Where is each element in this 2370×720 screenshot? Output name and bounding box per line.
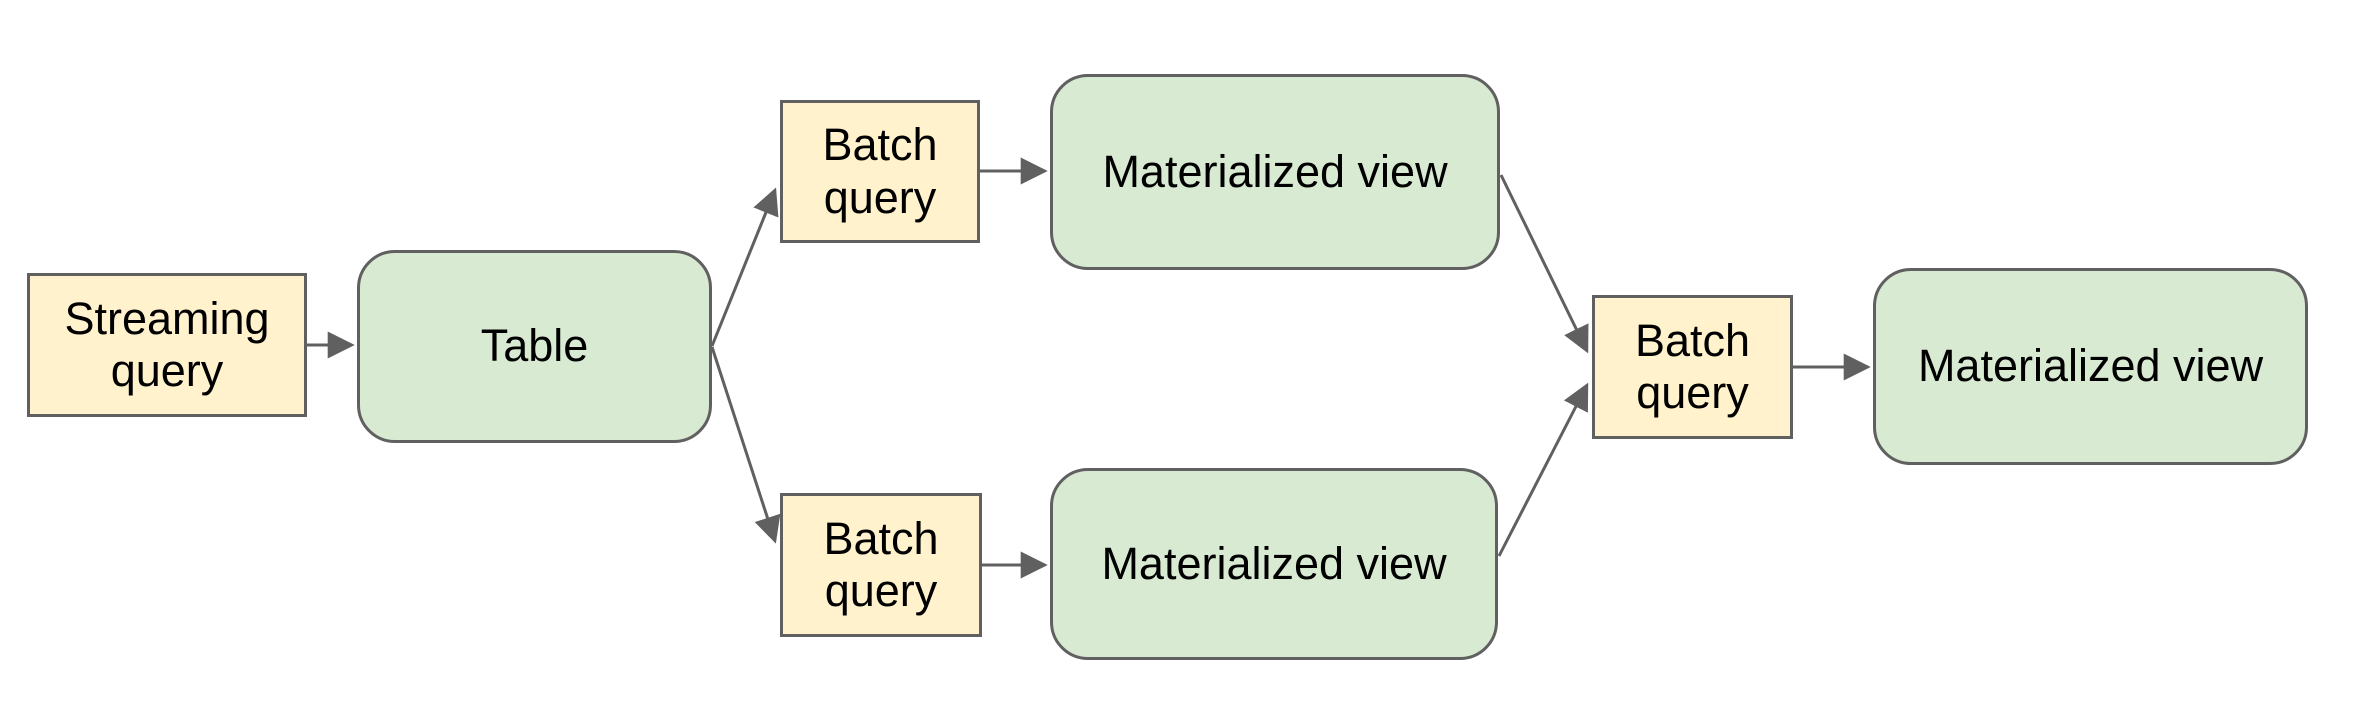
node-streaming-query-label: Streaming query (64, 292, 270, 396)
node-materialized-view-top-label: Materialized view (1102, 145, 1448, 197)
node-batch-query-top-label: Batch query (822, 119, 938, 223)
node-materialized-view-bottom: Materialized view (1050, 468, 1498, 660)
node-batch-query-merge-label: Batch query (1634, 314, 1751, 418)
node-materialized-view-bottom-label: Materialized view (1101, 537, 1447, 589)
node-table-label: Table (480, 320, 589, 372)
node-materialized-view-final-label: Materialized view (1917, 340, 2264, 392)
node-streaming-query: Streaming query (27, 273, 307, 417)
node-batch-query-top: Batch query (780, 100, 980, 243)
node-batch-query-merge: Batch query (1592, 295, 1793, 439)
node-batch-query-bottom-label: Batch query (823, 512, 939, 616)
edge-mv-top-to-batch-query-merge (1499, 174, 1589, 354)
edge-mv-bottom-to-batch-query-merge (1497, 382, 1589, 557)
node-batch-query-bottom: Batch query (780, 493, 982, 637)
edge-table-to-batch-query-bottom (710, 346, 781, 544)
node-materialized-view-top: Materialized view (1050, 74, 1500, 270)
node-materialized-view-final: Materialized view (1873, 268, 2308, 465)
edge-table-to-batch-query-top (710, 187, 779, 347)
node-table: Table (357, 250, 712, 443)
